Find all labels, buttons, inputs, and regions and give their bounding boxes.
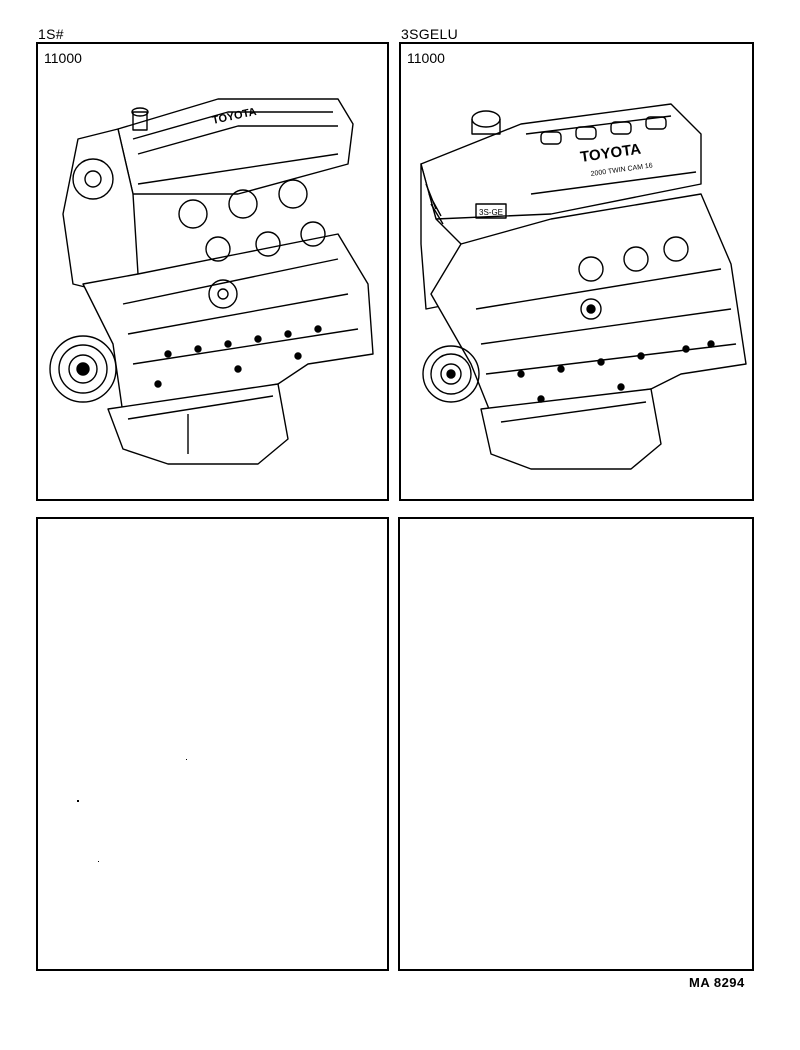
part-code: 11000 bbox=[407, 50, 445, 66]
panel-empty-left bbox=[36, 517, 389, 971]
panel-empty-right bbox=[398, 517, 754, 971]
speck bbox=[98, 861, 99, 862]
panel-1-header: 1S# bbox=[38, 26, 64, 42]
engine-3sgelu-drawing: TOYOTA 2000 TWIN CAM 16 3S-GE bbox=[420, 103, 747, 470]
part-code: 11000 bbox=[44, 50, 82, 66]
engine-1s-drawing: TOYOTA bbox=[49, 98, 374, 465]
speck bbox=[186, 759, 187, 760]
speck bbox=[77, 800, 79, 802]
panel-2-header: 3SGELU bbox=[401, 26, 459, 42]
side-tag-box bbox=[475, 203, 507, 219]
panel-1s-engine: 11000 bbox=[36, 42, 389, 501]
figure-reference: MA 8294 bbox=[689, 975, 745, 990]
panel-3sgelu-engine: 11000 bbox=[399, 42, 754, 501]
side-tag-text: 3S-GE bbox=[479, 208, 503, 217]
